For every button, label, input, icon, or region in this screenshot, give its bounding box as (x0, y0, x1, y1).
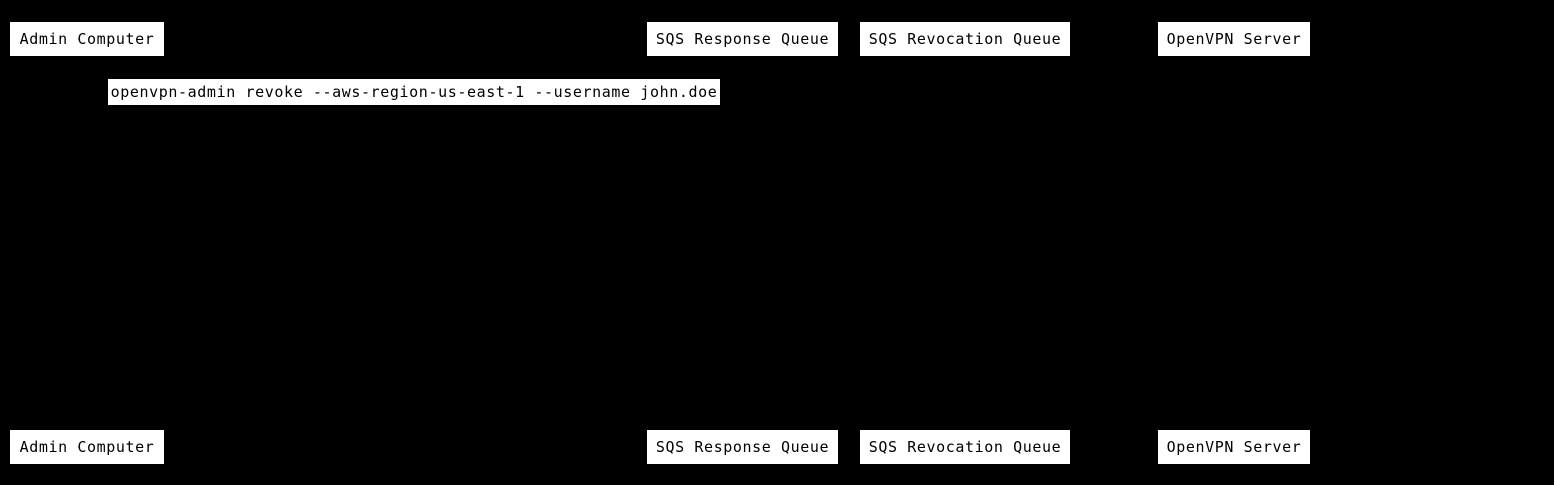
participant-top-sqs-revocation-queue[interactable]: SQS Revocation Queue (860, 22, 1070, 56)
participant-bottom-sqs-response-queue[interactable]: SQS Response Queue (647, 430, 838, 464)
lifeline-sqs-revocation-queue (965, 56, 966, 430)
message-revoke-command[interactable]: openvpn-admin revoke --aws-region-us-eas… (108, 79, 720, 105)
lifeline-openvpn-server (1234, 56, 1235, 430)
participant-top-admin-computer[interactable]: Admin Computer (10, 22, 164, 56)
participant-bottom-admin-computer[interactable]: Admin Computer (10, 430, 164, 464)
participant-bottom-openvpn-server[interactable]: OpenVPN Server (1158, 430, 1310, 464)
participant-top-openvpn-server[interactable]: OpenVPN Server (1158, 22, 1310, 56)
lifeline-sqs-response-queue (742, 56, 743, 430)
lifeline-admin-computer (87, 56, 88, 430)
participant-bottom-sqs-revocation-queue[interactable]: SQS Revocation Queue (860, 430, 1070, 464)
participant-top-sqs-response-queue[interactable]: SQS Response Queue (647, 22, 838, 56)
